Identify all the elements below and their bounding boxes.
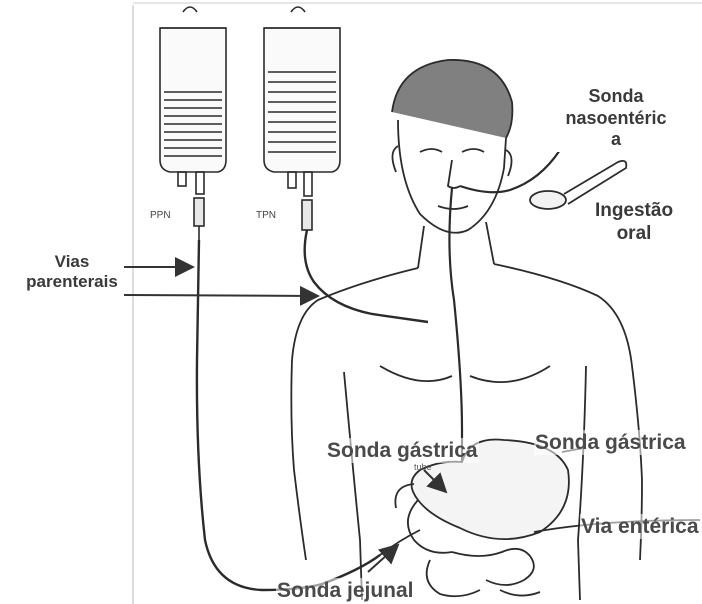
iv-tubing [197,230,428,590]
tube-small-label: tube [414,462,432,472]
bag-right-tag: TPN [256,210,276,221]
label-ingestao-line1: Ingestão [584,200,684,223]
label-sonda-naso-line1: Sonda [556,86,676,108]
label-vias-parenterais: Vias parenterais [24,252,120,293]
label-sonda-nasoenterica: Sonda nasoentéric a [556,86,676,150]
label-via-enterica: Via entérica [580,514,700,539]
iv-bag-right [264,7,340,230]
label-vias-line2: parenterais [24,272,120,292]
iv-bag-left [160,7,226,240]
label-ingestao-oral: Ingestão oral [584,200,684,246]
label-vias-line1: Vias [24,252,120,272]
label-sonda-gastrica-right: Sonda gástrica [534,430,687,455]
label-sonda-jejunal: Sonda jejunal [276,578,415,603]
label-ingestao-line2: oral [584,223,684,246]
label-sonda-gastrica-center: Sonda gástrica [326,438,479,463]
label-sonda-naso-line3: a [556,129,676,150]
arrow-parenteral-2 [124,295,318,296]
arrow-sonda-jejunal [368,545,398,572]
label-sonda-naso-line2: nasoentéric [556,108,676,130]
bag-left-tag: PPN [150,210,171,221]
